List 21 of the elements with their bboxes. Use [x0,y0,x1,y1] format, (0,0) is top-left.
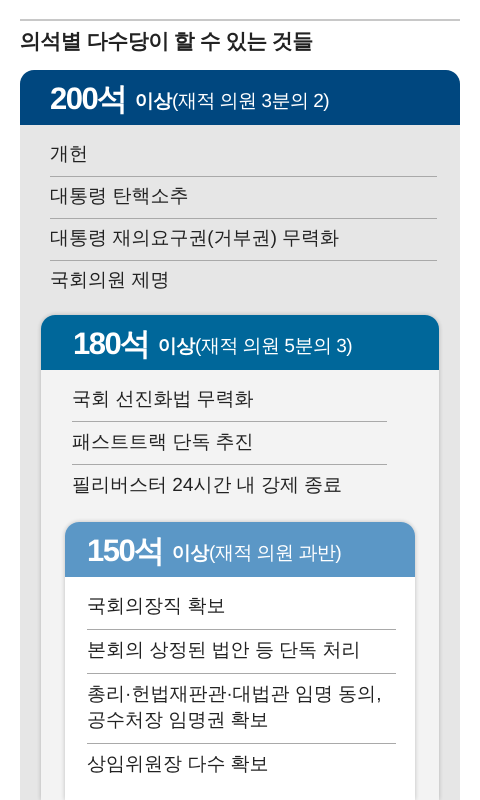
header-text: 이상(재적 의원 3분의 2) [135,90,330,114]
seat-count: 150석 [87,534,164,568]
list-text: 국회 선진화법 무력화 [72,388,254,412]
title-text: 의석별 다수당이 할 수 있는 것들 [20,29,314,55]
list-text: 총리·헌법재판관·대법관 임명 동의, 공수처장 임명권 확보 [87,683,382,733]
seat-count: 200석 [50,82,127,116]
rounded-card [41,315,439,800]
list-text: 대통령 탄핵소추 [50,185,188,209]
list-text: 패스트트랙 단독 추진 [72,431,254,455]
rounded-card [65,522,415,800]
list-text: 국회의원 제명 [50,269,170,293]
list-text: 개헌 [50,143,88,167]
header-text: 이상(재적 의원 5분의 3) [158,335,352,359]
list-text: 본회의 상정된 법안 등 단독 처리 [87,639,360,663]
list-text: 국회의장직 확보 [87,595,226,619]
list-text: 상임위원장 다수 확보 [87,753,269,777]
header-text: 이상(재적 의원 과반) [172,542,342,566]
list-text: 필리버스터 24시간 내 강제 종료 [72,474,342,498]
seat-count: 180석 [73,327,150,361]
list-text: 대통령 재의요구권(거부권) 무력화 [50,227,340,251]
rounded-card [20,70,460,800]
